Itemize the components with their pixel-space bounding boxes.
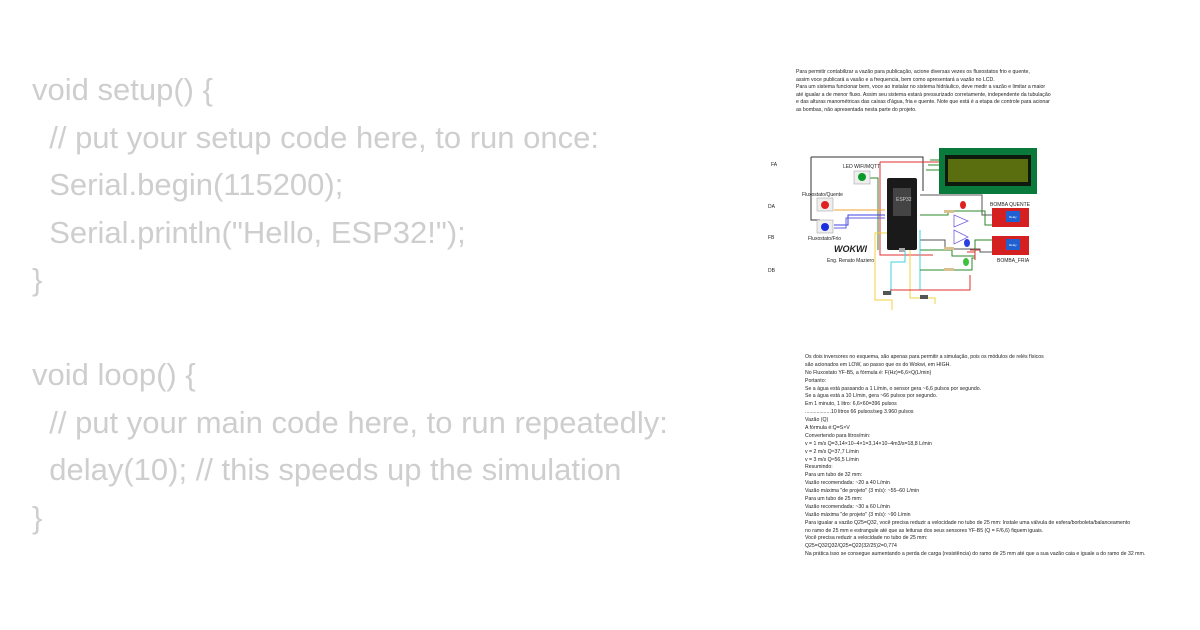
code-line: void loop() { xyxy=(32,357,196,392)
label-db: DB xyxy=(768,268,776,274)
note-line: até igualar a de menor fluxo. Assim seu … xyxy=(796,91,1051,98)
label-fb: FB xyxy=(768,235,775,241)
resistor xyxy=(944,268,954,271)
note-line: Vazão recomendada: ~30 a 60 L/min xyxy=(805,503,890,510)
relay-cold-label: BOMBA_FRIA xyxy=(997,258,1030,264)
inverter-2 xyxy=(953,229,969,245)
code-line: } xyxy=(32,499,43,535)
code-line: Serial.println("Hello, ESP32!"); xyxy=(32,214,466,250)
note-line: Os dois inversores no esquema, são apena… xyxy=(805,354,1044,360)
note-line: Na prática isso se consegue aumentando a… xyxy=(805,551,1146,558)
note-line: Se a água está passando a 1 L/min, o sen… xyxy=(805,385,982,392)
wokwi-logo: WOKWI xyxy=(834,244,867,254)
note-line: Convertendo para litros/min: xyxy=(805,432,871,439)
led-red xyxy=(960,201,966,209)
note-line: Você precisa reduzir a velocidade no tub… xyxy=(805,535,928,542)
button-hot-label: Fluxostato/Quente xyxy=(802,192,843,198)
inverter-1 xyxy=(953,214,970,228)
note-line: ..................10 litros 66 pulsos/se… xyxy=(805,409,914,416)
slide-switch-1[interactable] xyxy=(883,291,891,295)
note-line: Para um tubo de 25 mm: xyxy=(805,496,863,503)
note-line: Para permitir contabilizar a vazão para … xyxy=(796,69,1030,75)
led-green xyxy=(963,258,969,266)
code-line: Serial.begin(115200); xyxy=(32,167,344,202)
note-line: Portanto: xyxy=(805,377,827,384)
note-line: Para um tubo de 32 mm: xyxy=(805,472,863,479)
label-da: DA xyxy=(768,204,776,210)
esp32-label: ESP32 xyxy=(896,197,912,203)
label-fa: FA xyxy=(771,162,778,168)
code-line: delay(10); // this speeds up the simulat… xyxy=(32,452,622,487)
note-line: No Fluxostato YF-B5, a fórmula é: F(Hz)=… xyxy=(805,369,932,376)
led-blue xyxy=(964,239,970,247)
lcd-screen xyxy=(948,159,1028,182)
note-line: Para um sistema funcionar bem, voce ao i… xyxy=(796,84,1046,91)
note-line: v = 1 m/s Q=3,14×10−4×1=3,14×10−4m3/s=18… xyxy=(805,440,932,447)
note-line: Vazão máxima "de projeto" (3 m/s): ~55–6… xyxy=(805,488,920,495)
led-wifi-label: LED WIFI/MQTT xyxy=(843,164,880,170)
button-cold-label: Fluxostato/Frio xyxy=(808,236,841,242)
resistor xyxy=(944,247,954,250)
note-line: Vazão recomendada: ~20 a 40 L/min xyxy=(805,480,890,487)
relay-hot-label: BOMBA QUENTE xyxy=(990,202,1031,208)
relay-hot-module-text: Relay xyxy=(1009,215,1017,219)
description-note-bottom: Os dois inversores no esquema, são apena… xyxy=(805,354,1145,559)
code-snippet: void setup() { // put your setup code he… xyxy=(32,66,668,541)
note-line: Em 1 minuto, 1 litro: 6,6×60=396 pulsos xyxy=(805,401,897,408)
note-line: Vazão (Q) xyxy=(805,417,829,424)
note-line: Se a água está a 10 L/min, gera ~66 puls… xyxy=(805,393,938,400)
note-line: v = 3 m/s Q≈56,5 L/min xyxy=(805,456,859,463)
note-line: assim voce publicará a vasão e a frequen… xyxy=(796,76,995,83)
note-line: Resumindo: xyxy=(805,464,833,471)
description-note-top: Para permitir contabilizar a vazão para … xyxy=(796,69,1051,115)
note-line: e das alturas manométricas das caixas d'… xyxy=(796,99,1050,106)
note-line: Q25=Q32Q32/Q25=Q22(32/25)2=0,774 xyxy=(805,543,897,550)
resistor xyxy=(944,210,954,213)
note-line: são acionados em LOW, ao passo que os do… xyxy=(805,361,951,368)
code-line: void setup() { xyxy=(32,72,213,107)
code-line xyxy=(32,304,668,352)
note-line: Para igualar a vazão Q25=Q32, você preci… xyxy=(805,519,1131,526)
code-line: // put your main code here, to run repea… xyxy=(32,404,668,440)
note-line: Vazão máxima "de projeto" (3 m/s): ~90 L… xyxy=(805,511,911,518)
code-line: } xyxy=(32,262,43,297)
note-line: as bombas, não apresentada nesta parte d… xyxy=(796,106,917,113)
note-line: A fórmula é:Q=S×V xyxy=(805,425,850,432)
relay-cold-module-text: Relay xyxy=(1009,243,1017,247)
author-label: Eng. Renato Maziero xyxy=(827,258,874,264)
note-line: v = 2 m/s Q≈37,7 L/min xyxy=(805,448,859,455)
slide-switch-2[interactable] xyxy=(920,295,928,299)
code-line: // put your setup code here, to run once… xyxy=(32,119,599,155)
note-line: no ramo de 25 mm e estrangule até que as… xyxy=(805,527,1044,534)
